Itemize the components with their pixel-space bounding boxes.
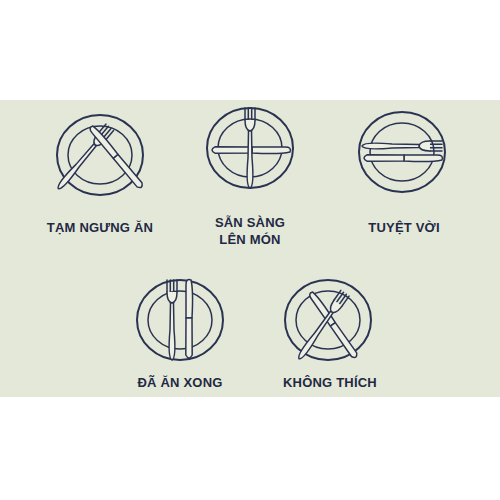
fork [245,108,255,188]
caption-label: ĐÃ ĂN XONG [137,374,222,391]
caption-label: TUYỆT VỜI [368,219,439,236]
plate [137,280,223,360]
fork [362,141,442,151]
plate [207,108,293,188]
plate-inner [148,291,212,349]
plate [57,115,143,195]
caption-label: SẴN SÀNG LÊN MÓN [204,214,296,248]
background-band [0,100,500,397]
fork [167,280,177,360]
knife [89,125,145,189]
fork [54,124,113,192]
knife [364,155,442,162]
knife [186,280,193,358]
plate-inner [370,123,434,181]
caption-label: TẠM NGƯNG ĂN [47,219,153,236]
caption-label: KHÔNG THÍCH [283,374,377,391]
plate [359,112,445,192]
fork [295,290,349,361]
